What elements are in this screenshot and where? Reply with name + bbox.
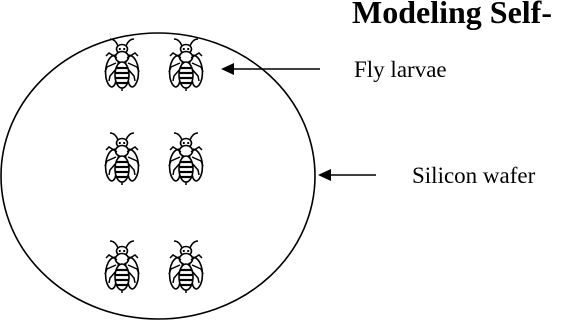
fly-larvae-arrow xyxy=(221,63,320,75)
fly-larvae-label: Fly larvae xyxy=(354,57,447,82)
silicon-wafer-label: Silicon wafer xyxy=(412,163,536,188)
silicon-wafer-arrow xyxy=(318,169,376,181)
silicon-wafer xyxy=(0,32,316,320)
page-title: Modeling Self- xyxy=(352,0,552,30)
